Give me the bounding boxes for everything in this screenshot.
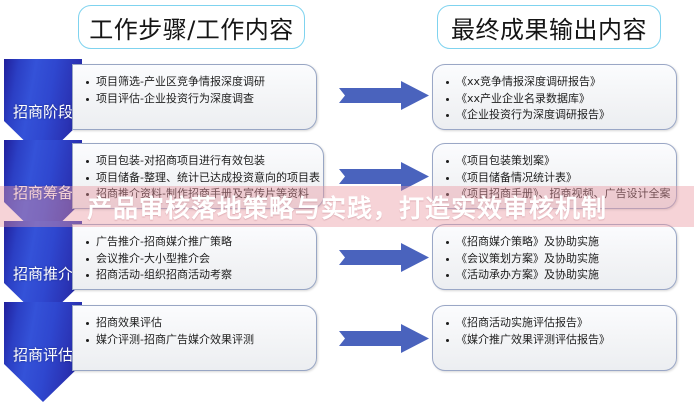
list-item: 媒介评测-招商广告媒介效果评测 <box>85 332 306 349</box>
list-item: 招商活动-组织招商活动考察 <box>85 267 306 284</box>
list-item: 项目包装-对招商项目进行有效包装 <box>85 153 313 170</box>
stage-label-3: 招商推介 <box>12 265 73 283</box>
list-item: 项目储备-整理、统计已达成投资意向的项目表 <box>85 170 320 187</box>
outputs-list-4: 《招商活动实施评估报告》 《媒介推广效果评测评估报告》 <box>445 315 666 348</box>
list-item: 《媒介推广效果评测评估报告》 <box>445 332 666 349</box>
list-item: 《活动承办方案》及协助实施 <box>445 267 666 284</box>
list-item: 广告推介-招商媒介推广策略 <box>85 234 306 251</box>
flow-arrow-2-icon <box>339 162 429 191</box>
column-header-right: 最终成果输出内容 <box>437 5 661 49</box>
overlay-banner-band <box>0 186 694 227</box>
list-item: 《企业投资行为深度调研报告》 <box>445 107 666 124</box>
list-item: 会议推介-大小型推介会 <box>85 251 306 268</box>
outputs-list-2: 《项目包装策划案》 《项目储备情况统计表》 《项目招商手册》、招商视频、广告设计… <box>445 153 671 203</box>
steps-list-3: 广告推介-招商媒介推广策略 会议推介-大小型推介会 招商活动-组织招商活动考察 <box>85 234 306 284</box>
list-item: 《项目招商手册》、招商视频、广告设计全案 <box>445 186 671 203</box>
list-item: 项目评估-企业投资行为深度调查 <box>85 91 306 108</box>
list-item: 《项目包装策划案》 <box>445 153 666 170</box>
stage-label-1: 招商阶段 <box>12 103 73 121</box>
list-item: 《招商活动实施评估报告》 <box>445 315 666 332</box>
flow-arrow-1-icon <box>339 81 429 110</box>
outputs-box-2: 《项目包装策划案》 《项目储备情况统计表》 《项目招商手册》、招商视频、广告设计… <box>432 143 677 209</box>
flow-arrow-3-icon <box>339 243 429 272</box>
steps-list-4: 招商效果评估 媒介评测-招商广告媒介效果评测 <box>85 315 306 348</box>
overlay-banner-text: 产品审核落地策略与实践，打造实效审核机制 <box>86 193 607 223</box>
outputs-list-1: 《xx竞争情报深度调研报告》 《xx产业企业名录数据库》 《企业投资行为深度调研… <box>445 74 666 124</box>
stage-label-2: 招商筹备 <box>12 184 73 202</box>
outputs-box-3: 《招商媒介策略》及协助实施 《会议策划方案》及协助实施 《活动承办方案》及协助实… <box>432 224 677 290</box>
list-item: 项目筛选-产业区竞争情报深度调研 <box>85 74 306 91</box>
steps-box-4: 招商效果评估 媒介评测-招商广告媒介效果评测 <box>72 305 317 371</box>
outputs-list-3: 《招商媒介策略》及协助实施 《会议策划方案》及协助实施 《活动承办方案》及协助实… <box>445 234 666 284</box>
outputs-box-1: 《xx竞争情报深度调研报告》 《xx产业企业名录数据库》 《企业投资行为深度调研… <box>432 64 677 130</box>
stage-label-4: 招商评估 <box>12 346 73 364</box>
list-item: 《xx产业企业名录数据库》 <box>445 91 666 108</box>
steps-list-1: 项目筛选-产业区竞争情报深度调研 项目评估-企业投资行为深度调查 <box>85 74 306 107</box>
list-item: 招商效果评估 <box>85 315 306 332</box>
steps-box-1: 项目筛选-产业区竞争情报深度调研 项目评估-企业投资行为深度调查 <box>72 64 317 130</box>
steps-box-2: 项目包装-对招商项目进行有效包装 项目储备-整理、统计已达成投资意向的项目表 招… <box>72 143 324 209</box>
steps-box-3: 广告推介-招商媒介推广策略 会议推介-大小型推介会 招商活动-组织招商活动考察 <box>72 224 317 290</box>
column-header-left: 工作步骤/工作内容 <box>78 5 305 49</box>
list-item: 《项目储备情况统计表》 <box>445 170 666 187</box>
list-item: 《招商媒介策略》及协助实施 <box>445 234 666 251</box>
list-item: 《xx竞争情报深度调研报告》 <box>445 74 666 91</box>
list-item: 招商推介资料-制作招商手册及宣传片等资料 <box>85 186 313 203</box>
list-item: 《会议策划方案》及协助实施 <box>445 251 666 268</box>
steps-list-2: 项目包装-对招商项目进行有效包装 项目储备-整理、统计已达成投资意向的项目表 招… <box>85 153 320 203</box>
outputs-box-4: 《招商活动实施评估报告》 《媒介推广效果评测评估报告》 <box>432 305 677 371</box>
stage-chevron-4: 招商评估 <box>4 302 82 402</box>
flow-arrow-4-icon <box>339 324 429 353</box>
